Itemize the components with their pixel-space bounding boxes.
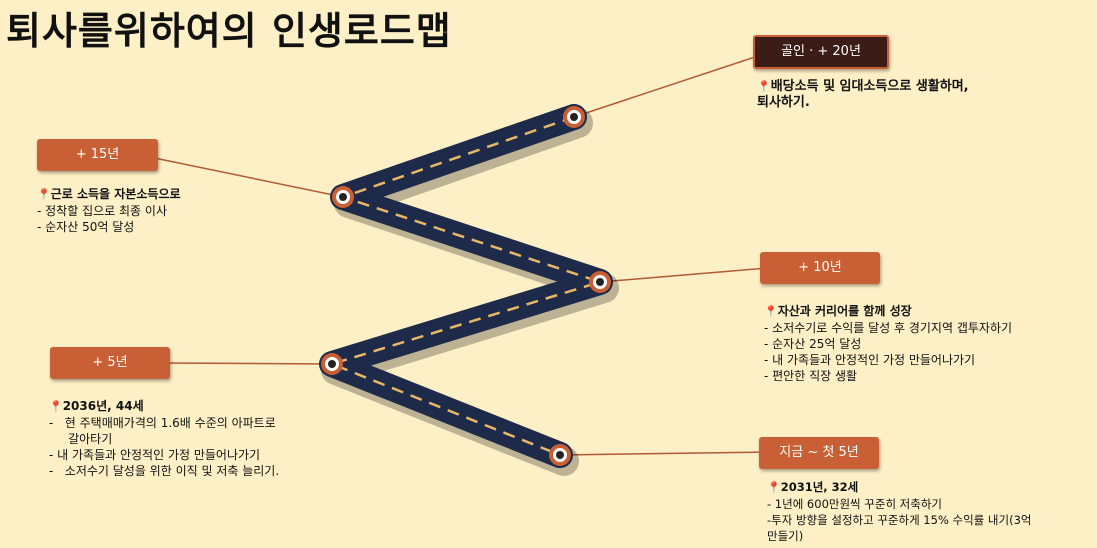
road-nodes: [321, 106, 611, 466]
milestone-15-line: - 순자산 50억 달성: [37, 220, 135, 234]
page-title: 퇴사를위하여의 인생로드맵: [6, 9, 452, 53]
node-15: [332, 186, 354, 208]
milestone-10-line: - 편안한 직장 생활: [764, 369, 858, 383]
connector-15: [139, 154, 344, 198]
milestone-10-line: - 소저수기로 수익를 달성 후 경기지역 갭투자하기: [764, 321, 1013, 335]
connector-5: [159, 362, 333, 365]
milestone-10-label: + 10년: [760, 252, 880, 284]
milestone-15-line: - 정착할 집으로 최종 이사: [37, 204, 167, 218]
milestone-15-text: 📍근로 소득을 자본소득으로 - 정착할 집으로 최종 이사 - 순자산 50억…: [37, 186, 181, 235]
milestone-5-line: 갈아타기: [49, 432, 113, 446]
node-10: [589, 271, 611, 293]
milestone-now-line: -투자 방향을 설정하고 꾸준하게 15% 수익률 내기(3억: [767, 513, 1032, 527]
milestone-goal-line: 퇴사하기.: [757, 95, 810, 110]
node-now: [549, 444, 571, 466]
connector-10: [599, 267, 769, 283]
milestone-10-text: 📍자산과 커리어를 함께 성장 - 소저수기로 수익를 달성 후 경기지역 갭투…: [764, 303, 1012, 384]
milestone-goal-heading: 배당소득 및 임대소득으로 생활하며,: [770, 79, 969, 94]
milestone-5-heading: 2036년, 44세: [62, 399, 144, 413]
pin-icon: 📍: [764, 305, 778, 318]
milestone-5-label: + 5년: [50, 347, 170, 379]
milestone-now-line: 만들기): [767, 529, 804, 543]
pin-icon: 📍: [757, 80, 771, 93]
milestone-10-line: - 내 가족들과 안정적인 가정 만들어나가기: [764, 353, 976, 367]
road-path: [319, 104, 613, 468]
connector-now: [559, 451, 771, 456]
milestone-now-label: 지금 ~ 첫 5년: [759, 437, 879, 469]
node-5: [321, 353, 343, 375]
milestone-5-text: 📍2036년, 44세 - 현 주택매매가격의 1.6배 수준의 아파트로 갈아…: [49, 398, 279, 479]
milestone-15-label: + 15년: [37, 139, 158, 171]
milestone-10-line: - 순자산 25억 달성: [764, 337, 862, 351]
milestone-5-line: - 현 주택매매가격의 1.6배 수준의 아파트로: [49, 416, 276, 430]
milestone-10-heading: 자산과 커리어를 함께 성장: [777, 304, 912, 318]
pin-icon: 📍: [767, 481, 781, 494]
milestone-goal-label: 골인 · + 20년: [753, 35, 889, 69]
road-center-dashes: [328, 115, 605, 457]
milestone-now-text: 📍2031년, 32세 - 1년에 600만원씩 꾸준히 저축하기 -투자 방향…: [767, 479, 1031, 544]
milestone-now-heading: 2031년, 32세: [780, 480, 859, 494]
milestone-15-heading: 근로 소득을 자본소득으로: [50, 187, 181, 201]
milestone-now-line: - 1년에 600만원씩 꾸준히 저축하기: [767, 497, 942, 511]
milestone-5-line: - 소저수기 달성을 위한 이직 및 저축 늘리기.: [49, 464, 280, 478]
milestone-5-line: - 내 가족들과 안정적인 가정 만들어나가기: [49, 448, 261, 462]
connector-goal: [573, 51, 771, 118]
pin-icon: 📍: [37, 188, 51, 201]
pin-icon: 📍: [49, 400, 63, 413]
milestone-goal-text: 📍배당소득 및 임대소득으로 생활하며, 퇴사하기.: [757, 79, 969, 111]
node-goal: [563, 106, 585, 128]
